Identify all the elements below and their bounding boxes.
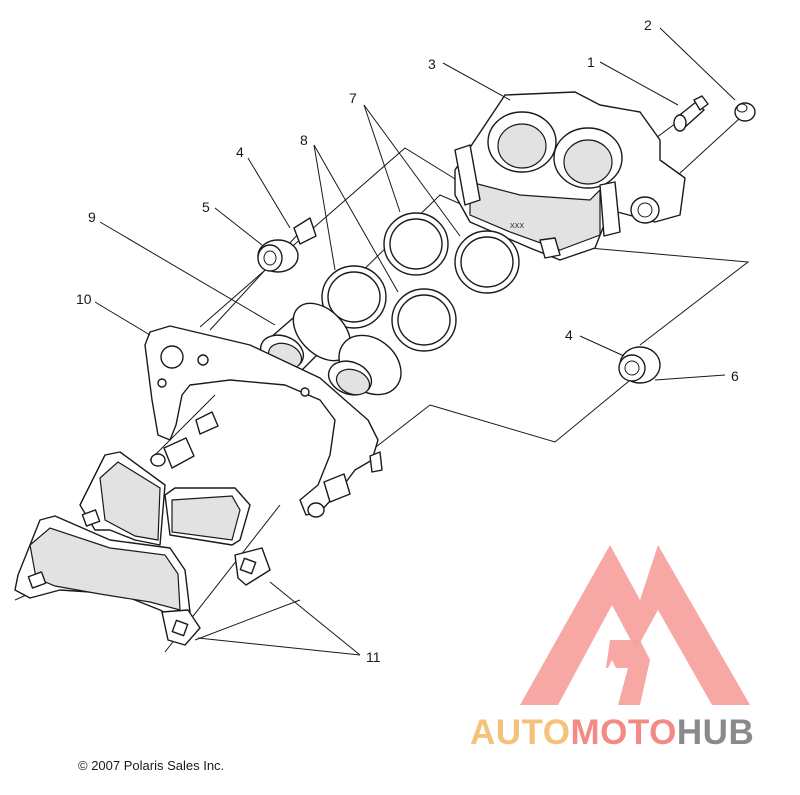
callout-10: 10 — [76, 291, 92, 307]
callout-9: 9 — [88, 209, 96, 225]
watermark-part1: AUTO — [470, 713, 571, 752]
callout-11: 11 — [366, 649, 381, 665]
callout-8: 8 — [300, 132, 308, 148]
callout-2: 2 — [644, 17, 652, 33]
caliper-marking: XXX — [510, 223, 524, 230]
callout-1: 1 — [587, 54, 595, 70]
caliper-bracket — [144, 325, 383, 518]
watermark-logo-icon — [520, 545, 750, 705]
piston-seals-7 — [383, 212, 520, 294]
callout-5: 5 — [202, 199, 210, 215]
brake-pads — [14, 451, 271, 646]
callout-labels: 1 2 3 4 4 5 6 7 8 9 10 11 — [76, 17, 739, 665]
callout-6: 6 — [731, 368, 739, 384]
piston-seals-8 — [321, 265, 457, 352]
watermark-part2: MOTO — [571, 713, 677, 752]
watermark-text: AUTOMOTOHUB — [470, 713, 754, 752]
mounting-bushing-right — [618, 346, 661, 384]
copyright-notice: © 2007 Polaris Sales Inc. — [78, 758, 225, 773]
callout-4-left: 4 — [236, 144, 244, 160]
bleeder-cap — [734, 102, 756, 122]
bleeder-screw — [673, 95, 709, 132]
callout-7: 7 — [349, 90, 357, 106]
mounting-bushing-left — [257, 217, 317, 273]
callout-4-right: 4 — [565, 327, 573, 343]
callout-leaders — [94, 27, 736, 656]
caliper-pistons — [259, 302, 402, 396]
watermark-part3: HUB — [677, 713, 754, 752]
callout-3: 3 — [428, 56, 436, 72]
caliper-housing: XXX — [454, 91, 686, 261]
